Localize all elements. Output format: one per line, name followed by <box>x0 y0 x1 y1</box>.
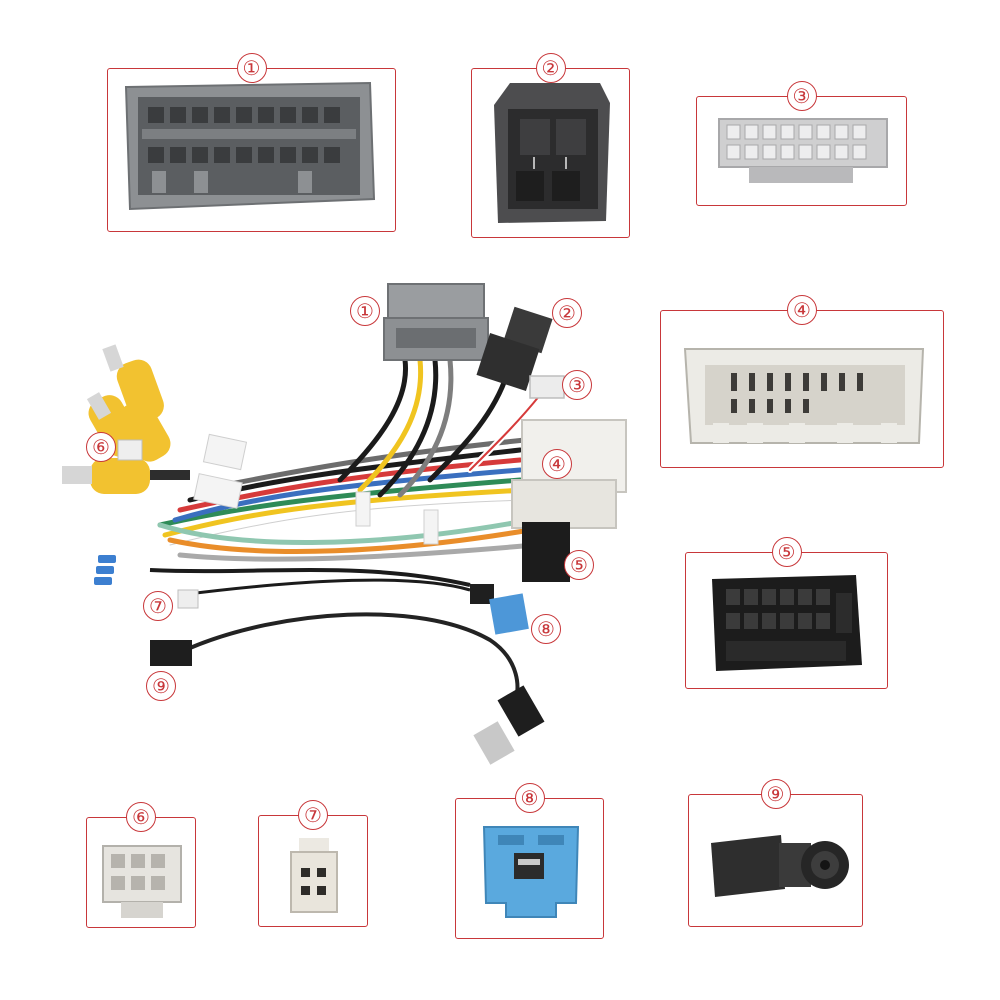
callout-7: ⑦ <box>143 591 173 621</box>
panel-label-6: ⑥ <box>126 802 156 832</box>
grey-connector-image <box>124 81 376 211</box>
panel-label-7: ⑦ <box>298 800 328 830</box>
panel-7: ⑦ <box>258 800 368 927</box>
panel-9: ⑨ <box>688 779 863 927</box>
panel-label-5: ⑤ <box>771 537 802 567</box>
white-connector-image <box>683 348 925 444</box>
black-connector-image <box>712 575 862 671</box>
panel-label-3: ③ <box>786 81 817 111</box>
callout-6: ⑥ <box>86 432 116 462</box>
callout-9: ⑨ <box>146 671 176 701</box>
panel-6: ⑥ <box>86 802 196 928</box>
panel-2: ② <box>471 53 630 238</box>
panel-4: ④ <box>660 295 944 468</box>
panel-5: ⑤ <box>685 537 888 689</box>
panel-3: ③ <box>696 81 907 206</box>
panel-1: ① <box>107 53 396 232</box>
panel-label-8: ⑧ <box>514 783 545 813</box>
panel-label-9: ⑨ <box>760 779 791 809</box>
panel-8: ⑧ <box>455 783 604 939</box>
blue-connector-image <box>482 826 580 918</box>
panel-label-1: ① <box>236 53 267 83</box>
panel-label-4: ④ <box>787 295 817 325</box>
callout-3: ③ <box>562 370 592 400</box>
callout-5: ⑤ <box>564 550 594 580</box>
small-white-connector-image <box>102 845 182 918</box>
antenna-adapter-image <box>711 835 849 897</box>
dark-grey-connector-image <box>494 83 610 223</box>
callout-2: ② <box>552 298 582 328</box>
mini-white-connector-image <box>290 838 338 913</box>
callout-8: ⑧ <box>531 614 561 644</box>
callout-1: ① <box>350 296 380 326</box>
light-grey-connector-image <box>718 118 888 183</box>
callout-4: ④ <box>542 449 572 479</box>
panel-label-2: ② <box>535 53 566 83</box>
